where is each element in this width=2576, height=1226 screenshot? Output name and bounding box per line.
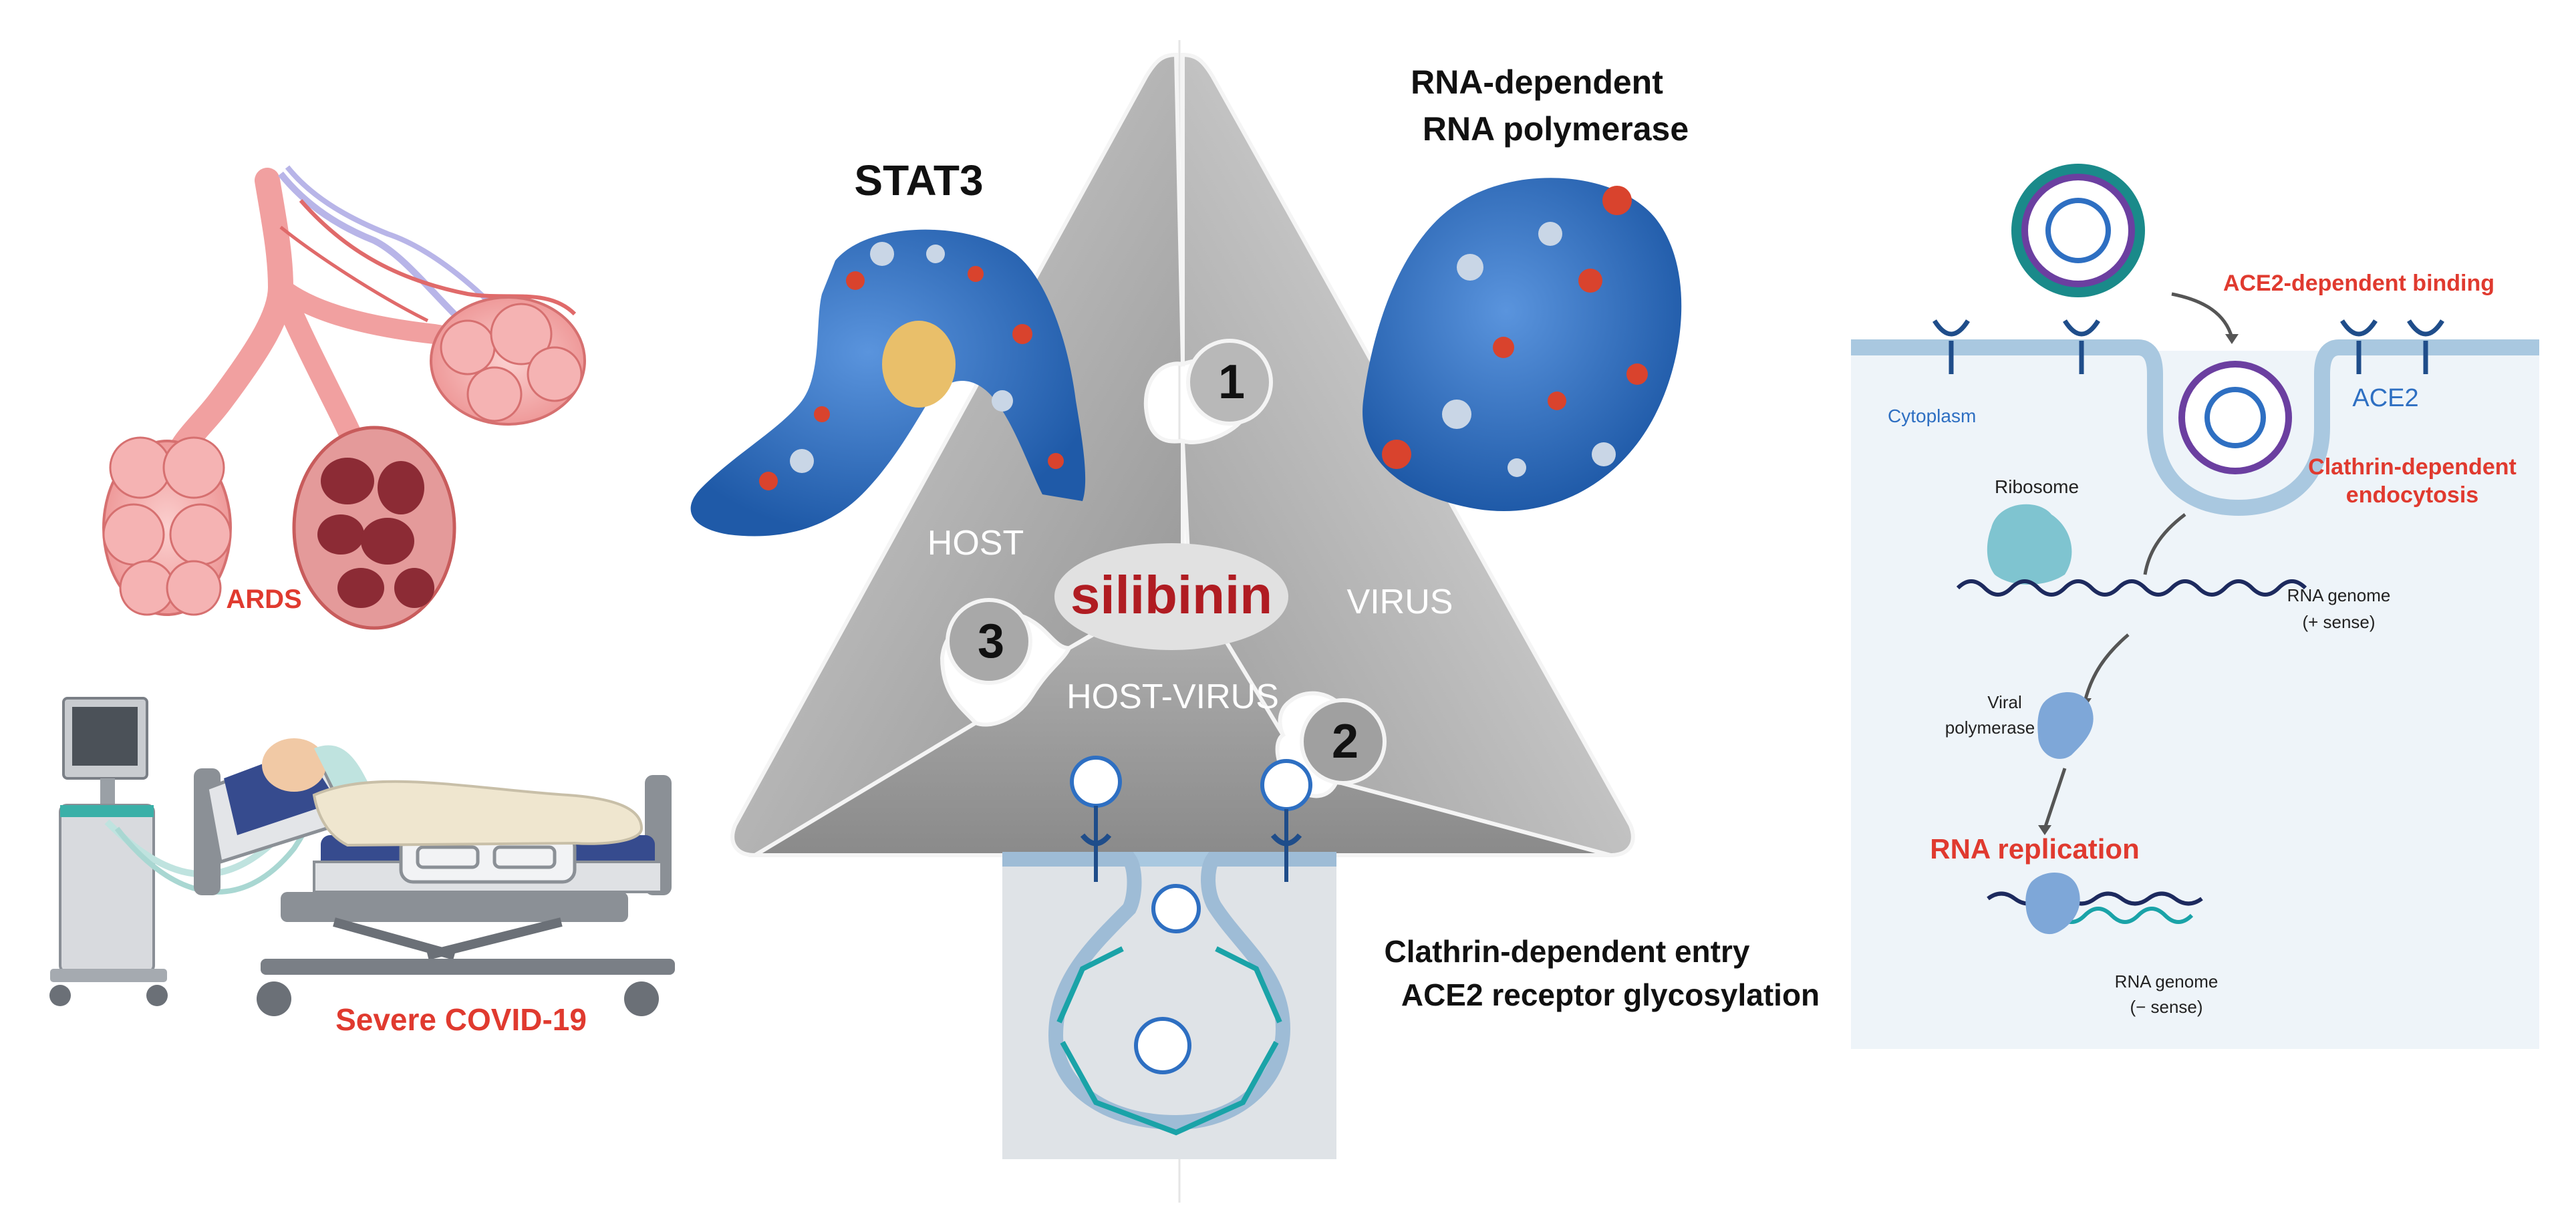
host-label: HOST — [927, 524, 1024, 563]
piece-number-1: 1 — [1218, 355, 1245, 409]
host-virus-label: HOST-VIRUS — [1066, 677, 1279, 716]
ventilator-icon — [49, 697, 168, 1006]
alveoli-cluster-left — [102, 436, 232, 616]
rdrp-protein-structure — [1363, 178, 1682, 512]
rna-replication-label: RNA replication — [1930, 833, 2139, 865]
binding-arrow — [2171, 292, 2234, 338]
polymerase-label-line1: Viral — [1987, 692, 2022, 712]
genome-plus-label-line1: RNA genome — [2287, 585, 2391, 605]
genome-plus-label-line2: (+ sense) — [2302, 612, 2375, 632]
ribosome-label: Ribosome — [1995, 476, 2079, 497]
endocytosis-label-line2: endocytosis — [2346, 482, 2478, 508]
genome-minus-label-line1: RNA genome — [2115, 971, 2219, 991]
stat3-protein-structure — [690, 229, 1086, 537]
ribosome-shape — [1987, 504, 2072, 585]
stat3-label: STAT3 — [854, 156, 983, 204]
rna-genome-template — [1987, 891, 2203, 906]
lungs-illustration — [102, 165, 586, 630]
polymerase-label-line2: polymerase — [1945, 718, 2035, 738]
drug-ellipse — [1054, 543, 1288, 650]
virus-particle-endocytosed — [2178, 361, 2292, 474]
entry-label-line1: Clathrin-dependent entry — [1385, 934, 1750, 969]
clathrin-entry-illustration — [1002, 756, 1336, 1159]
piece-number-3: 3 — [978, 615, 1004, 668]
cell-diagram — [1851, 164, 2539, 1049]
rdrp-label-line1: RNA-dependent — [1411, 63, 1663, 101]
ace2-label: ACE2 — [2352, 384, 2418, 412]
replicating-polymerase-shape — [2025, 873, 2080, 935]
genome-minus-label-line2: (− sense) — [2130, 997, 2202, 1017]
ace2-binding-label: ACE2-dependent binding — [2223, 271, 2494, 296]
endocytosis-label-line1: Clathrin-dependent — [2308, 454, 2517, 480]
piece-number-2: 2 — [1332, 715, 1358, 768]
virus-label: VIRUS — [1347, 583, 1453, 621]
rna-genome-plus — [1956, 579, 2307, 597]
rna-genome-minus — [2056, 907, 2194, 924]
cytoplasm-label: Cytoplasm — [1888, 406, 1976, 426]
viral-polymerase-shape — [2037, 692, 2094, 759]
alveoli-cluster-right — [430, 296, 586, 426]
drug-name: silibinin — [1070, 565, 1272, 625]
hospital-bed-icon — [194, 738, 675, 1016]
severe-covid-label: Severe COVID-19 — [335, 1002, 587, 1037]
virus-particle-outside — [2011, 164, 2145, 297]
rdrp-label-line2: RNA polymerase — [1423, 110, 1689, 148]
ards-label: ARDS — [226, 585, 301, 614]
alveoli-cluster-damaged — [292, 426, 456, 630]
entry-label-line2: ACE2 receptor glycosylation — [1401, 977, 1820, 1012]
